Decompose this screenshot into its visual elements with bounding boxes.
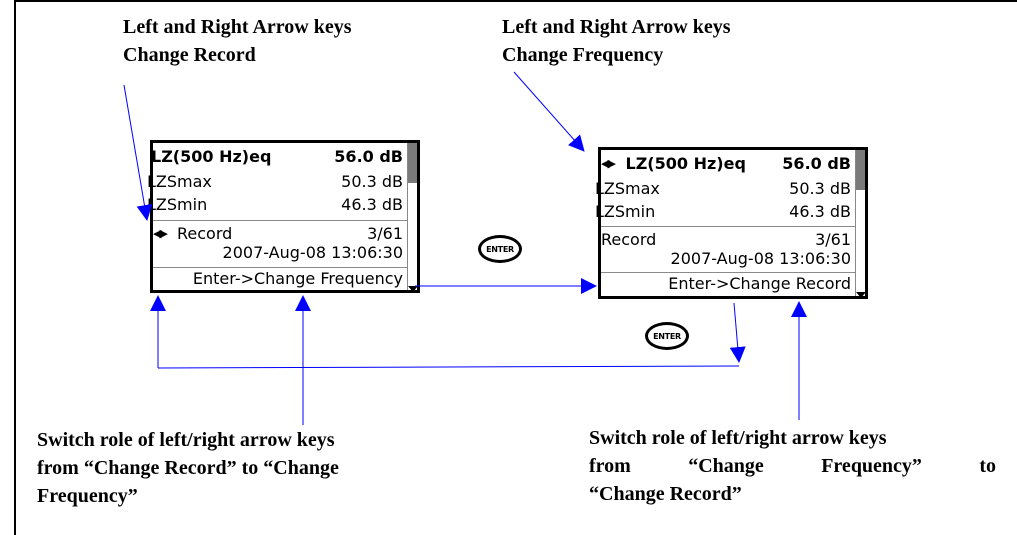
screen-max-value: 50.3 dB	[341, 172, 403, 191]
caption-line: Change Record	[123, 44, 256, 66]
left-right-arrow-icon: ◀▶	[153, 227, 168, 240]
arrow-return-loop	[729, 302, 746, 363]
screen-max-label: LZSmax	[147, 172, 212, 191]
screen-title-value: 56.0 dB	[782, 154, 851, 173]
frame-left-border	[14, 0, 16, 535]
screen-timestamp: 2007-Aug-08 13:06:30	[222, 243, 403, 262]
screen-min-value: 46.3 dB	[789, 202, 851, 221]
screen-title-label: LZ(500 Hz)eq	[625, 154, 746, 173]
screen-divider	[153, 220, 408, 221]
screen-divider	[601, 226, 856, 227]
scrollbar-thumb	[408, 143, 417, 183]
screen-max-value: 50.3 dB	[789, 179, 851, 198]
arrow-return-loop-bottom	[157, 365, 740, 369]
caption-line: Frequency”	[37, 485, 138, 507]
caption-line: “Change Record”	[589, 483, 742, 505]
enter-key-label: ENTER	[486, 244, 514, 254]
frame-top-border	[14, 0, 1017, 2]
caption-top-left: Left and Right Arrow keys Change Record	[123, 13, 352, 69]
scroll-down-arrow-icon	[408, 286, 418, 292]
enter-key-icon: ENTER	[478, 235, 522, 263]
screen-title-label: LZ(500 Hz)eq	[151, 147, 272, 166]
caption-bottom-left: Switch role of left/right arrow keys fro…	[37, 426, 457, 510]
screen-title-value: 56.0 dB	[334, 147, 403, 166]
screen-min-label: LZSmin	[595, 202, 656, 221]
screen-record-label: Record	[601, 230, 657, 249]
screen-max-label: LZSmax	[595, 179, 660, 198]
enter-key-label: ENTER	[653, 331, 681, 341]
screen-record-label: Record	[177, 224, 233, 243]
caption-line: Left and Right Arrow keys	[502, 16, 731, 38]
scroll-down-arrow-icon	[856, 292, 866, 298]
caption-bottom-right: Switch role of left/right arrow keys fro…	[589, 424, 996, 508]
screen-footer: Enter->Change Record	[668, 274, 851, 293]
screen-timestamp: 2007-Aug-08 13:06:30	[670, 249, 851, 268]
enter-key-icon: ENTER	[645, 322, 689, 350]
device-screen-right: ◀▶ LZ(500 Hz)eq 56.0 dB LZSmax 50.3 dB L…	[595, 147, 868, 299]
screen-footer: Enter->Change Frequency	[192, 269, 403, 288]
caption-line: Switch role of left/right arrow keys	[37, 429, 335, 451]
scrollbar	[407, 143, 417, 290]
caption-line: from “Change Record” to “Change	[37, 457, 339, 479]
caption-line: Change Frequency	[502, 44, 664, 66]
device-screen-left: LZ(500 Hz)eq 56.0 dB LZSmax 50.3 dB LZSm…	[147, 140, 420, 293]
arrow-caption-left	[123, 84, 153, 221]
screen-min-value: 46.3 dB	[341, 195, 403, 214]
scrollbar	[855, 150, 865, 296]
caption-top-right: Left and Right Arrow keys Change Frequen…	[502, 13, 731, 69]
screen-min-label: LZSmin	[147, 195, 208, 214]
scrollbar-thumb	[856, 150, 865, 190]
caption-line: Left and Right Arrow keys	[123, 16, 352, 38]
caption-line: Switch role of left/right arrow keys	[589, 427, 887, 449]
arrow-caption-right	[513, 71, 585, 152]
caption-line: from “Change Frequency” to	[589, 455, 996, 477]
screen-record-row: ◀▶ Record	[153, 224, 232, 243]
screen-divider	[153, 267, 408, 268]
screen-title-row: ◀▶ LZ(500 Hz)eq	[601, 154, 746, 173]
left-right-arrow-icon: ◀▶	[601, 157, 616, 170]
screen-divider	[601, 272, 856, 273]
screen-record-value: 3/61	[367, 224, 403, 243]
screen-record-value: 3/61	[815, 230, 851, 249]
